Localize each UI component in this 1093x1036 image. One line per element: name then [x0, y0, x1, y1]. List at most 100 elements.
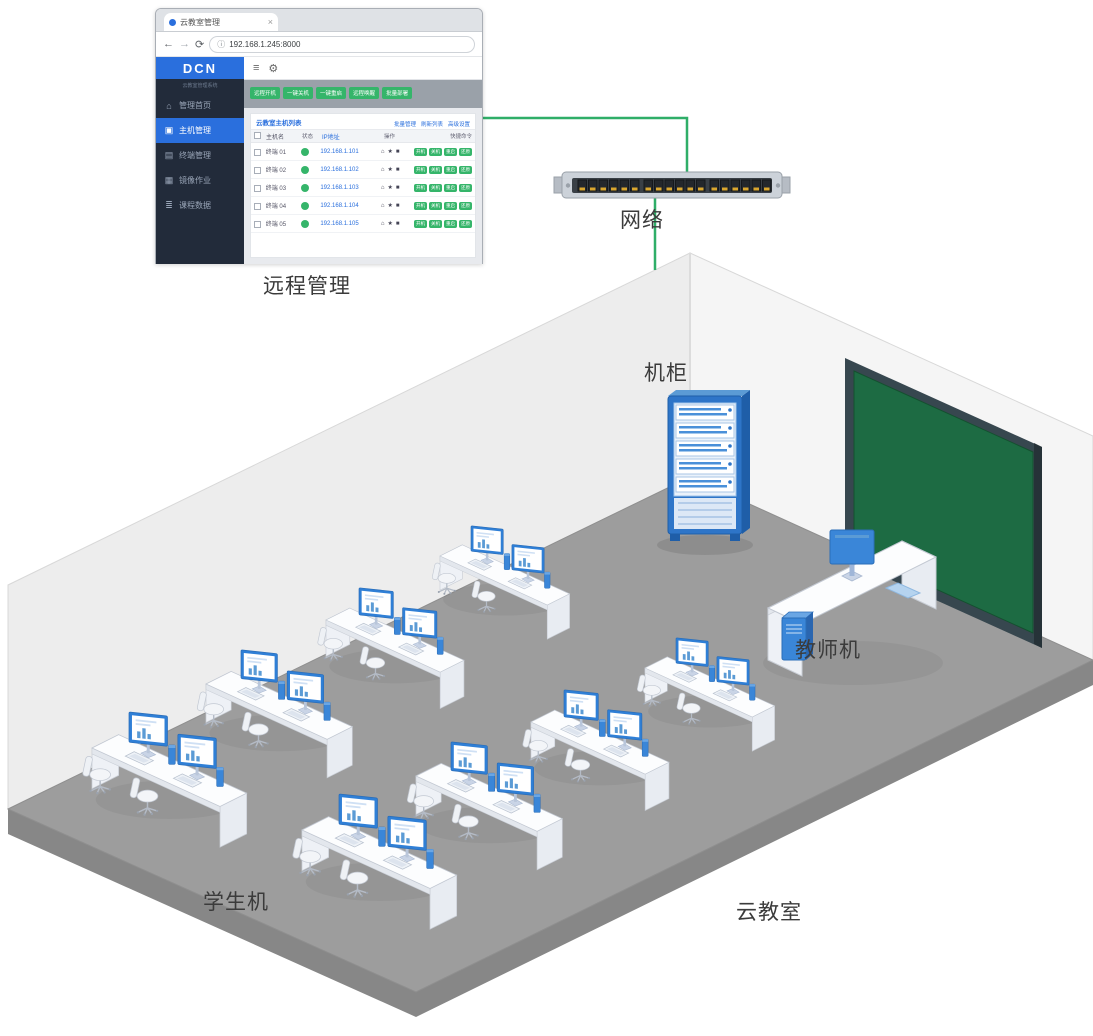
host-ip-link[interactable]: 192.168.1.103 — [320, 184, 359, 191]
host-ip-link[interactable]: 192.168.1.105 — [320, 220, 359, 227]
nav-item-label: 主机管理 — [179, 126, 211, 135]
sidebar-nav: ⌂管理首页▣主机管理▤终端管理▦镜像作业≣课程数据 — [156, 93, 244, 218]
quick-action-badge[interactable]: 还原 — [459, 219, 472, 228]
star-icon[interactable]: ★ — [387, 221, 393, 227]
lock-icon[interactable]: ■ — [395, 184, 400, 191]
panel-header: 云教室主机列表 批量管理刷新列表高级设置 — [251, 114, 475, 130]
refresh-icon[interactable]: ⟳ — [195, 38, 205, 51]
action-button-4[interactable]: 批量部署 — [382, 87, 413, 99]
star-icon[interactable]: ★ — [387, 185, 393, 191]
back-icon[interactable]: ← — [163, 38, 174, 50]
rj45-port-icon — [654, 179, 664, 192]
app-header: ≡ ⚙ — [244, 57, 482, 80]
nav-item-icon: ⌂ — [166, 100, 172, 111]
select-all-checkbox[interactable] — [254, 131, 261, 139]
quick-action-badge[interactable]: 还原 — [459, 147, 472, 156]
quick-action-badge[interactable]: 开机 — [414, 219, 427, 228]
quick-action-badge[interactable]: 重启 — [444, 201, 457, 210]
online-status-icon — [300, 219, 309, 228]
cable-browser-to-switch — [479, 116, 689, 172]
browser-tab[interactable]: 云教室管理 × — [164, 13, 278, 31]
star-icon[interactable]: ★ — [387, 203, 393, 209]
quick-action-badge[interactable]: 开机 — [414, 147, 427, 156]
lock-icon[interactable]: ■ — [395, 148, 400, 155]
rj45-port-icon — [619, 179, 629, 192]
quick-action-badge[interactable]: 还原 — [459, 183, 472, 192]
quick-action-badge[interactable]: 关机 — [429, 165, 442, 174]
star-icon[interactable]: ★ — [387, 167, 393, 173]
table-row[interactable]: 终端 01 192.168.1.101 ⌂★■ 开机关机重启还原 — [251, 143, 475, 161]
host-name: 终端 02 — [265, 168, 287, 174]
action-button-2[interactable]: 一键重启 — [316, 87, 347, 99]
host-ip-link[interactable]: 192.168.1.104 — [320, 202, 359, 209]
quick-action-badge[interactable]: 重启 — [444, 165, 457, 174]
browser-window: 云教室管理 × ← → ⟳ ⓘ 192.168.1.245:8000 DCN 云… — [155, 8, 483, 264]
tab-close-icon[interactable]: × — [267, 17, 273, 27]
host-name: 终端 01 — [265, 150, 287, 156]
port-pins — [600, 187, 606, 191]
sidebar-item-4[interactable]: ≣课程数据 — [156, 193, 244, 218]
quick-action-badge[interactable]: 关机 — [429, 201, 442, 210]
quick-action-badge[interactable]: 还原 — [459, 201, 472, 210]
rj45-port-icon — [675, 179, 685, 192]
home-icon[interactable]: ⌂ — [380, 148, 385, 155]
rj45-port-icon — [751, 179, 761, 192]
rack-servers — [675, 404, 735, 493]
quick-action-badge[interactable]: 重启 — [444, 147, 457, 156]
row-checkbox[interactable] — [254, 148, 261, 156]
row-checkbox[interactable] — [254, 166, 261, 174]
home-icon[interactable]: ⌂ — [380, 220, 385, 227]
lock-icon[interactable]: ■ — [395, 202, 400, 209]
sidebar-item-0[interactable]: ⌂管理首页 — [156, 93, 244, 118]
quick-action-badge[interactable]: 开机 — [414, 183, 427, 192]
address-bar[interactable]: ⓘ 192.168.1.245:8000 — [209, 35, 475, 53]
table-row[interactable]: 终端 02 192.168.1.102 ⌂★■ 开机关机重启还原 — [251, 161, 475, 179]
floor-rim — [8, 660, 1093, 1017]
quick-action-badge[interactable]: 重启 — [444, 219, 457, 228]
row-checkbox[interactable] — [254, 184, 261, 192]
port-pins — [656, 187, 662, 191]
host-ip-link[interactable]: 192.168.1.101 — [320, 148, 359, 155]
rj45-port-icon — [730, 179, 740, 192]
forward-icon[interactable]: → — [179, 38, 190, 50]
server-led-icon — [728, 480, 732, 484]
quick-action-badge[interactable]: 关机 — [429, 183, 442, 192]
server-led-icon — [728, 444, 732, 448]
panel-link-0[interactable]: 批量管理 — [393, 121, 416, 128]
action-button-0[interactable]: 远程开机 — [250, 87, 281, 99]
lock-icon[interactable]: ■ — [395, 166, 400, 173]
sidebar-item-1[interactable]: ▣主机管理 — [156, 118, 244, 143]
quick-action-badge[interactable]: 关机 — [429, 219, 442, 228]
settings-gear-icon[interactable]: ⚙ — [268, 62, 279, 75]
browser-tab-strip: 云教室管理 × — [156, 9, 482, 32]
quick-action-badge[interactable]: 关机 — [429, 147, 442, 156]
col-header: 主机名 — [266, 134, 285, 141]
sidebar-item-3[interactable]: ▦镜像作业 — [156, 168, 244, 193]
rack-server-unit — [675, 404, 735, 421]
home-icon[interactable]: ⌂ — [380, 166, 385, 173]
quick-action-badge[interactable]: 还原 — [459, 165, 472, 174]
quick-action-badge[interactable]: 开机 — [414, 165, 427, 174]
row-checkbox[interactable] — [254, 202, 261, 210]
row-checkbox[interactable] — [254, 220, 261, 228]
rj45-port-icon — [709, 179, 719, 192]
action-button-1[interactable]: 一键关机 — [283, 87, 314, 99]
menu-icon[interactable]: ≡ — [253, 62, 260, 74]
quick-action-badge[interactable]: 重启 — [444, 183, 457, 192]
star-icon[interactable]: ★ — [387, 149, 393, 155]
home-icon[interactable]: ⌂ — [380, 202, 385, 209]
action-button-3[interactable]: 远程唤醒 — [349, 87, 380, 99]
lock-icon[interactable]: ■ — [395, 220, 400, 227]
page-info-icon[interactable]: ⓘ — [217, 39, 226, 49]
panel-link-1[interactable]: 刷新列表 — [420, 121, 443, 128]
home-icon[interactable]: ⌂ — [380, 184, 385, 191]
panel-link-2[interactable]: 高级设置 — [447, 121, 470, 128]
sidebar-item-2[interactable]: ▤终端管理 — [156, 143, 244, 168]
rj45-port-icon — [643, 179, 653, 192]
quick-action-badge[interactable]: 开机 — [414, 201, 427, 210]
host-ip-link[interactable]: 192.168.1.102 — [320, 166, 359, 173]
